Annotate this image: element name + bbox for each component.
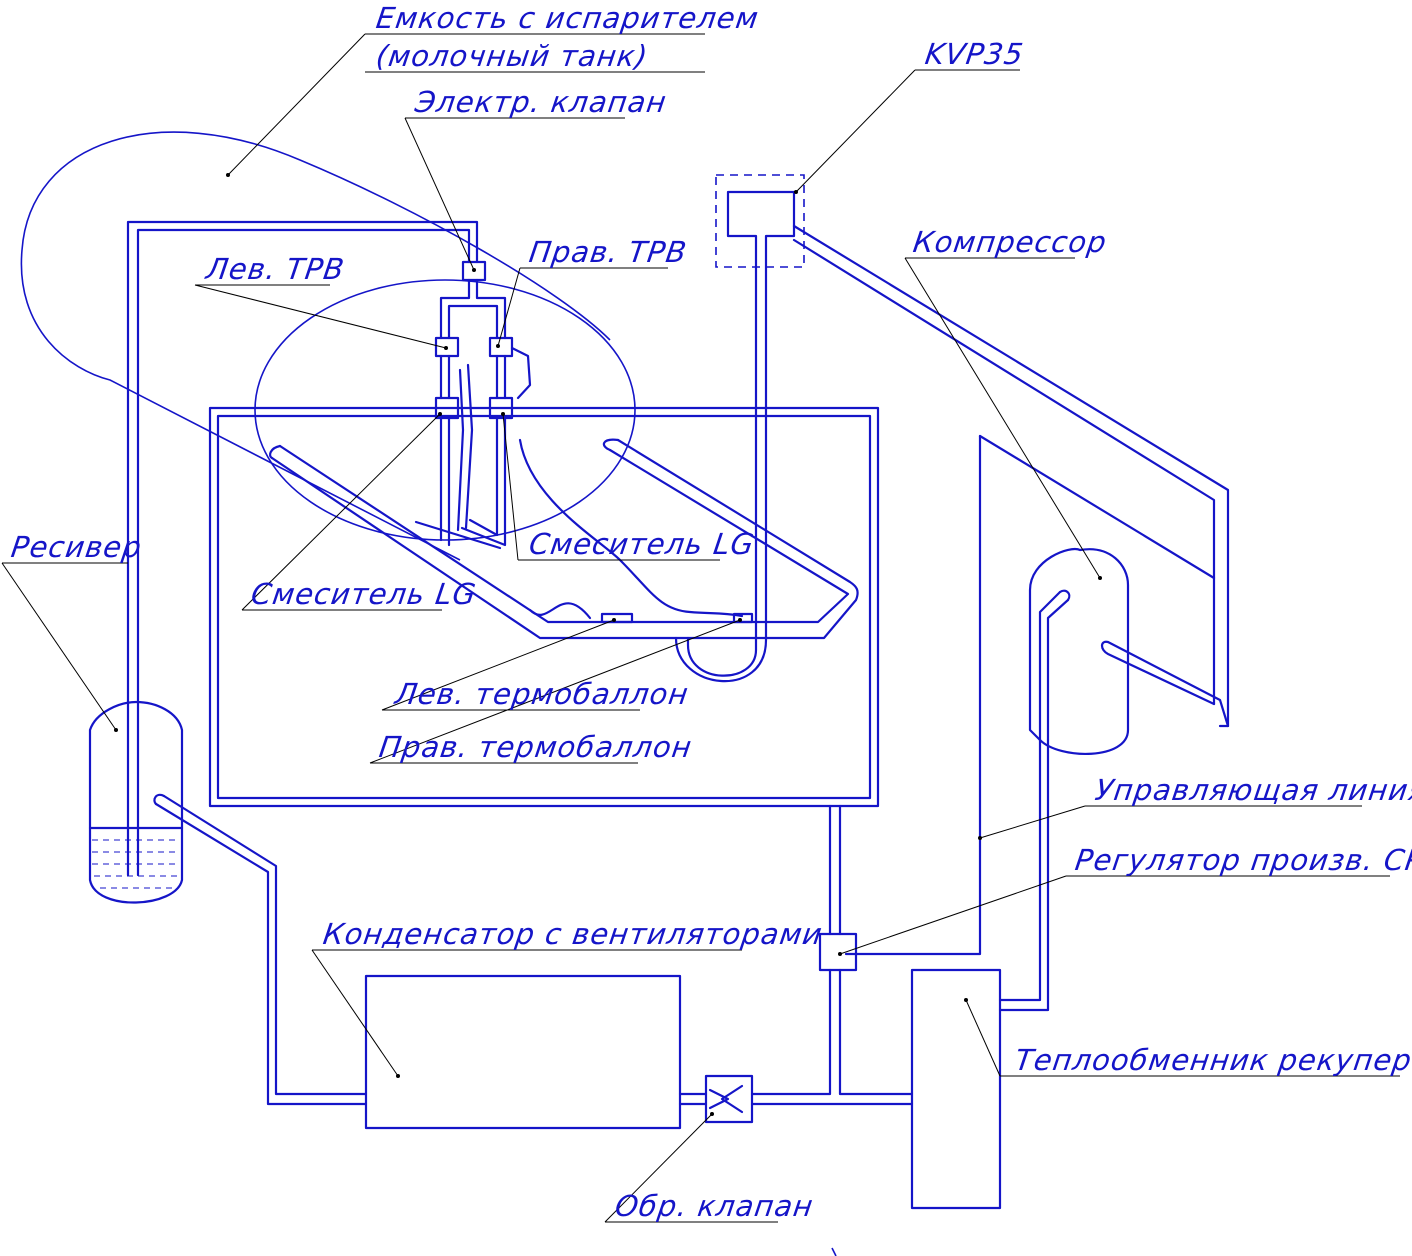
receiver [88,700,184,904]
heat-exchanger [910,968,1002,1210]
label-tank-line2: (молочный танк) [374,39,650,73]
label-right-trv: Прав. ТРВ [527,235,689,269]
compressor-discharge [1038,589,1071,742]
label-capacity-regulator: Регулятор произв. CPCE [1073,843,1412,877]
suction-line [674,190,796,683]
label-solenoid-valve: Электр. клапан [412,85,669,119]
solenoid-valve [461,260,487,282]
label-check-valve: Обр. клапан [613,1189,816,1223]
check-valve [704,1074,754,1124]
label-mixer-right: Смеситель LG [527,527,757,561]
label-left-bulb: Лев. термобаллон [392,677,691,711]
liquid-line [126,220,479,877]
discharge-line [998,738,1050,1012]
label-heat-exchanger: Теплообменник рекуператора [1013,1043,1412,1077]
kvp35-frame [715,174,805,268]
label-control-line: Управляющая линия [1093,773,1412,807]
evaporator-box [208,406,880,808]
label-right-bulb: Прав. термобаллон [377,730,694,764]
distributor-tubes [414,346,532,550]
compressor [1028,547,1130,755]
trv-branches [439,278,507,340]
condenser-to-check-valve [678,1092,708,1106]
right-thermobulb [732,612,754,624]
left-mixer [434,396,460,420]
label-kvp35: KVP35 [923,37,1026,71]
control-line [844,434,1216,956]
evaporator-coil [269,438,859,640]
right-mixer [488,396,514,420]
right-trv [488,336,514,358]
left-thermobulb [600,612,634,624]
box-to-regulator [828,804,842,936]
label-condenser: Конденсатор с вентиляторами [321,917,825,951]
condenser [364,974,682,1130]
label-mixer-left: Смеситель LG [249,577,479,611]
left-trv-outlet [439,354,451,400]
label-left-trv: Лев. ТРВ [203,252,347,286]
capacity-regulator [818,932,858,972]
kvp-to-compressor [792,224,1230,728]
right-trv-outlet [495,354,507,400]
label-receiver: Ресивер [9,530,144,564]
label-tank-line1: Емкость с испарителем [374,1,761,35]
receiver-liquid-level [88,826,184,889]
tank-outline [20,131,611,561]
evaporator-outline [254,279,636,541]
left-trv [434,336,460,358]
regulator-outlet [750,968,914,1106]
condenser-to-receiver [153,793,368,1106]
label-compressor: Компрессор [911,225,1109,259]
